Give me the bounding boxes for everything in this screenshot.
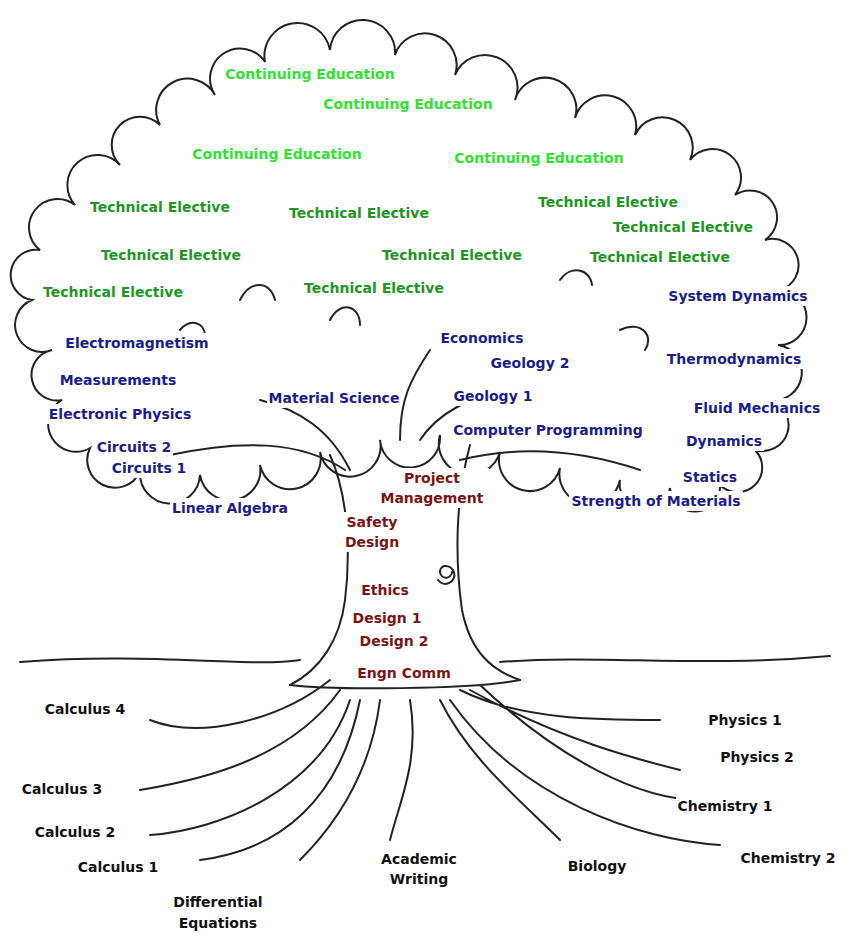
course-label: Biology	[566, 856, 629, 876]
trunk-knot	[438, 566, 454, 584]
course-label: Geology 1	[452, 386, 535, 406]
course-label: Thermodynamics	[665, 349, 804, 369]
course-label: Measurements	[58, 370, 179, 390]
course-label: Technical Elective	[380, 245, 524, 265]
course-label: Technical Elective	[287, 203, 431, 223]
course-label: Computer Programming	[451, 420, 645, 440]
course-label: Strength of Materials	[569, 491, 742, 511]
course-label: Electromagnetism	[63, 333, 210, 353]
course-label: Dynamics	[684, 431, 764, 451]
course-label: Chemistry 2	[739, 848, 838, 868]
course-label: Technical Elective	[99, 245, 243, 265]
course-label: Fluid Mechanics	[692, 398, 823, 418]
course-label: Circuits 1	[110, 458, 189, 478]
course-label: Continuing Education	[321, 94, 494, 114]
course-label: Differential Equations	[156, 892, 280, 933]
course-label: Technical Elective	[611, 217, 755, 237]
course-label: Technical Elective	[88, 197, 232, 217]
course-label: Calculus 1	[76, 857, 161, 877]
course-label: Technical Elective	[302, 278, 446, 298]
course-label: Material Science	[267, 388, 402, 408]
course-label: System Dynamics	[666, 286, 809, 306]
course-label: Continuing Education	[190, 144, 363, 164]
course-label: Calculus 2	[33, 822, 118, 842]
course-label: Continuing Education	[452, 148, 625, 168]
canopy-inner-curls	[180, 270, 648, 350]
course-label: Technical Elective	[536, 192, 680, 212]
trunk	[290, 445, 520, 685]
roots	[140, 680, 720, 860]
course-label: Technical Elective	[41, 282, 185, 302]
course-label: Circuits 2	[95, 437, 174, 457]
course-label: Design 2	[358, 631, 431, 651]
course-label: Calculus 4	[43, 699, 128, 719]
course-label: Ethics	[359, 580, 411, 600]
course-label: Electronic Physics	[47, 404, 193, 424]
course-label: Geology 2	[489, 353, 572, 373]
course-label: Chemistry 1	[676, 796, 775, 816]
course-label: Continuing Education	[223, 64, 396, 84]
course-label: Engn Comm	[355, 663, 452, 683]
course-label: Statics	[681, 467, 739, 487]
course-label: Project Management	[375, 468, 489, 509]
course-label: Physics 2	[718, 747, 796, 767]
course-label: Technical Elective	[588, 247, 732, 267]
branches	[170, 350, 640, 470]
course-label: Linear Algebra	[170, 498, 290, 518]
course-label: Academic Writing	[370, 849, 469, 890]
course-label: Physics 1	[706, 710, 784, 730]
course-label: Safety Design	[335, 512, 409, 553]
course-label: Calculus 3	[20, 779, 105, 799]
ground-line	[20, 656, 830, 662]
canopy-outline	[11, 20, 807, 512]
course-label: Design 1	[351, 608, 424, 628]
course-label: Economics	[438, 328, 525, 348]
